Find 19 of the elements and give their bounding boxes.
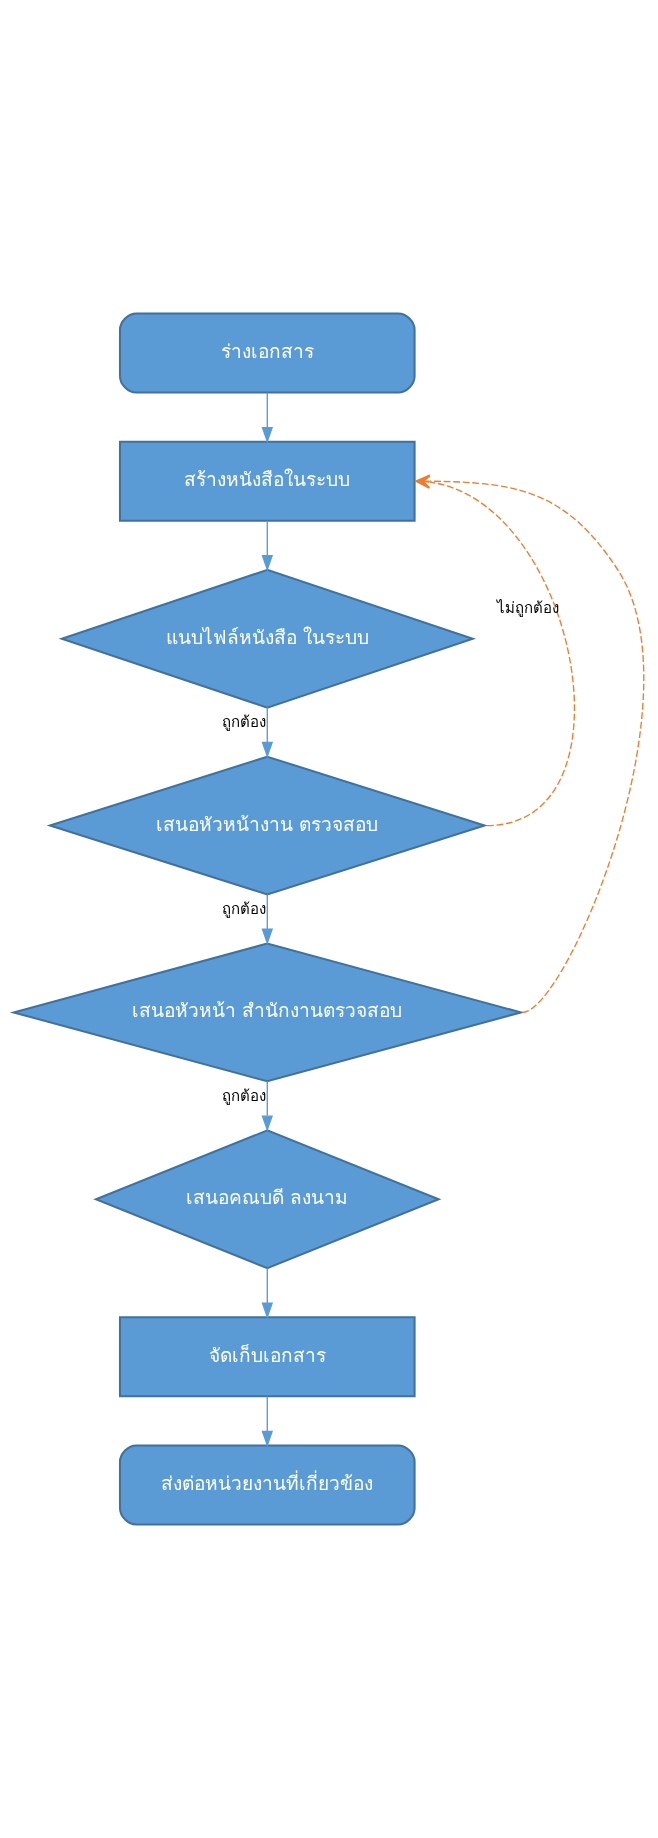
arrow [261, 392, 273, 444]
node-diamond: แนบไฟล์หนังสือ ในระบบ [58, 568, 476, 709]
node-diamond: เสนอหัวหน้า สำนักงานตรวจสอบ [9, 942, 525, 1083]
edge-label: ถูกต้อง [222, 900, 267, 919]
arrow [261, 520, 273, 572]
arrow [261, 706, 273, 759]
node-diamond: เสนอหัวหน้างาน ตรวจสอบ [46, 755, 488, 896]
node-box: ส่งต่อหน่วยงานที่เกี่ยวข้อง [118, 1444, 416, 1526]
arrow [261, 1267, 273, 1319]
edge-label: ถูกต้อง [222, 1087, 267, 1106]
node-box: ร่างเอกสาร [118, 312, 416, 394]
arrow [261, 893, 273, 945]
node-box: จัดเก็บเอกสาร [118, 1316, 416, 1398]
edge-label: ไม่ถูกต้อง [496, 599, 559, 618]
node-diamond: เสนอคณบดี ลงนาม [93, 1129, 442, 1270]
edge-label: ถูกต้อง [222, 713, 267, 732]
arrow [261, 1395, 273, 1448]
node-box: สร้างหนังสือในระบบ [118, 440, 416, 522]
arrow [261, 1080, 273, 1132]
